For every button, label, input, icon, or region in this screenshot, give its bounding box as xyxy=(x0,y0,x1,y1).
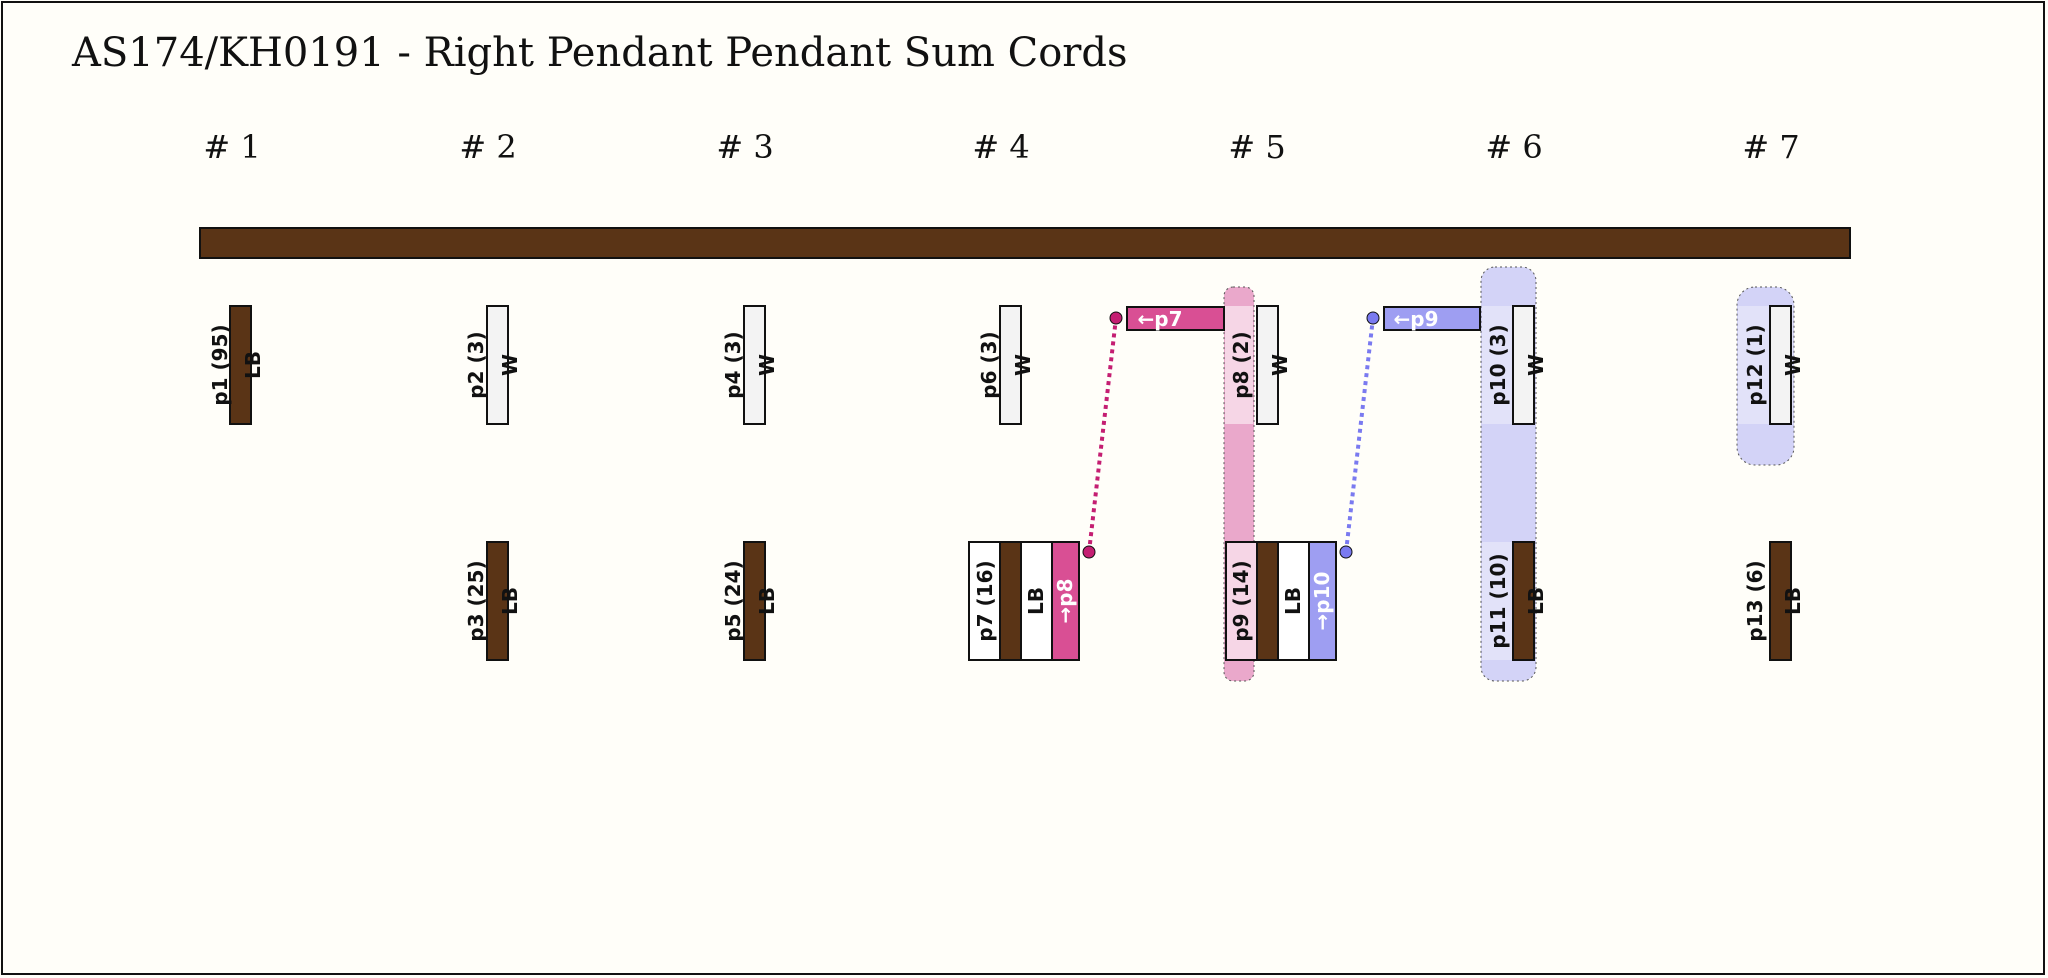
link-end-p8 xyxy=(1109,311,1123,325)
cord-p12[interactable]: p12 (1) W xyxy=(1743,305,1805,425)
cord-color-p4: W xyxy=(755,354,779,376)
cord-p1[interactable]: p1 (95) LB xyxy=(208,305,265,425)
cord-color-p8: W xyxy=(1268,354,1292,376)
sum-link-p7-p8 xyxy=(1087,317,1118,553)
page-title: AS174/KH0191 - Right Pendant Pendant Sum… xyxy=(72,30,1128,76)
cord-color-p13: LB xyxy=(1781,587,1805,615)
cord-p3[interactable]: p3 (25) LB xyxy=(464,541,522,661)
group-label-3: # 3 xyxy=(716,128,774,166)
group-label-2: # 2 xyxy=(459,128,517,166)
cord-color-p10: W xyxy=(1524,354,1548,376)
link-end-p10 xyxy=(1366,311,1380,325)
sum-link-p9-p10 xyxy=(1344,317,1375,553)
cord-label-p12: p12 (1) xyxy=(1743,324,1767,405)
cord-label-p6: p6 (3) xyxy=(977,331,1001,398)
group-label-5: # 5 xyxy=(1228,128,1286,166)
cord-color-p5: LB xyxy=(755,587,779,615)
cord-p13[interactable]: p13 (6) LB xyxy=(1743,541,1805,661)
link-label-p9-to-p10: →p10 xyxy=(1310,572,1334,631)
link-end-p9 xyxy=(1339,545,1353,559)
link-label-p8-from-p7: ←p7 xyxy=(1138,307,1183,331)
primary-cord xyxy=(199,227,1851,259)
cord-color-p9: LB xyxy=(1281,587,1305,615)
cord-p4[interactable]: p4 (3) W xyxy=(721,305,779,425)
cord-label-p10: p10 (3) xyxy=(1486,324,1510,405)
cord-label-p8: p8 (2) xyxy=(1229,331,1253,398)
cord-p9[interactable]: p9 (14) LB →p10 xyxy=(1225,541,1337,661)
cord-p8[interactable]: ←p7 p8 (2) W xyxy=(1126,305,1292,425)
cord-color-p7: LB xyxy=(1024,587,1048,615)
cord-label-p9: p9 (14) xyxy=(1229,560,1253,641)
cord-label-p4: p4 (3) xyxy=(721,331,745,398)
link-label-p7-to-p8: →p8 xyxy=(1053,579,1077,624)
cord-label-p2: p2 (3) xyxy=(464,331,488,398)
group-label-7: # 7 xyxy=(1742,128,1800,166)
cord-color-p3: LB xyxy=(498,587,522,615)
link-end-p7 xyxy=(1082,545,1096,559)
cord-p10[interactable]: ←p9 p10 (3) W xyxy=(1383,305,1548,425)
link-label-p10-from-p9: ←p9 xyxy=(1394,307,1439,331)
cord-color-p12: W xyxy=(1781,354,1805,376)
cord-color-p6: W xyxy=(1011,354,1035,376)
cord-label-p1: p1 (95) xyxy=(208,324,232,405)
cord-label-p11: p11 (10) xyxy=(1486,553,1510,648)
cord-p6[interactable]: p6 (3) W xyxy=(977,305,1035,425)
group-label-6: # 6 xyxy=(1485,128,1543,166)
group-label-4: # 4 xyxy=(972,128,1030,166)
group-label-1: # 1 xyxy=(203,128,261,166)
cord-label-p7: p7 (16) xyxy=(973,560,997,641)
cord-p5[interactable]: p5 (24) LB xyxy=(721,541,779,661)
cord-color-p1: LB xyxy=(241,351,265,379)
cord-color-p2: W xyxy=(498,354,522,376)
cord-p7[interactable]: p7 (16) LB →p8 xyxy=(968,541,1080,661)
cord-p2[interactable]: p2 (3) W xyxy=(464,305,522,425)
cord-p11[interactable]: p11 (10) LB xyxy=(1486,541,1548,661)
cord-label-p13: p13 (6) xyxy=(1743,560,1767,641)
cord-color-p11: LB xyxy=(1524,587,1548,615)
cord-label-p3: p3 (25) xyxy=(464,560,488,641)
cord-label-p5: p5 (24) xyxy=(721,560,745,641)
